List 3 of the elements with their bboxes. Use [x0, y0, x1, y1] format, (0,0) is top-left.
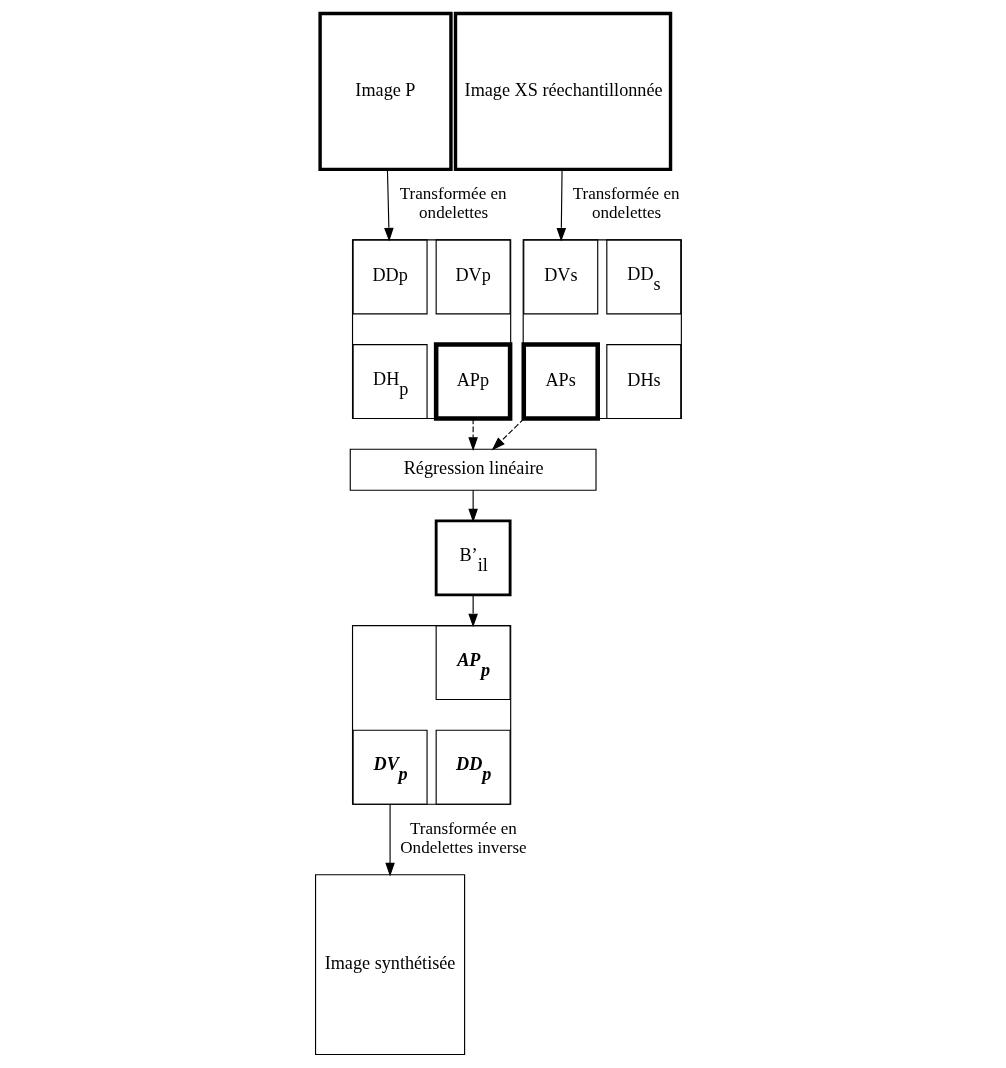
edge-label: Transformée en Ondelettes inverse — [400, 818, 527, 858]
edge-label: Transformée en ondelettes — [399, 183, 507, 223]
edge-label: Transformée en ondelettes — [572, 183, 680, 223]
